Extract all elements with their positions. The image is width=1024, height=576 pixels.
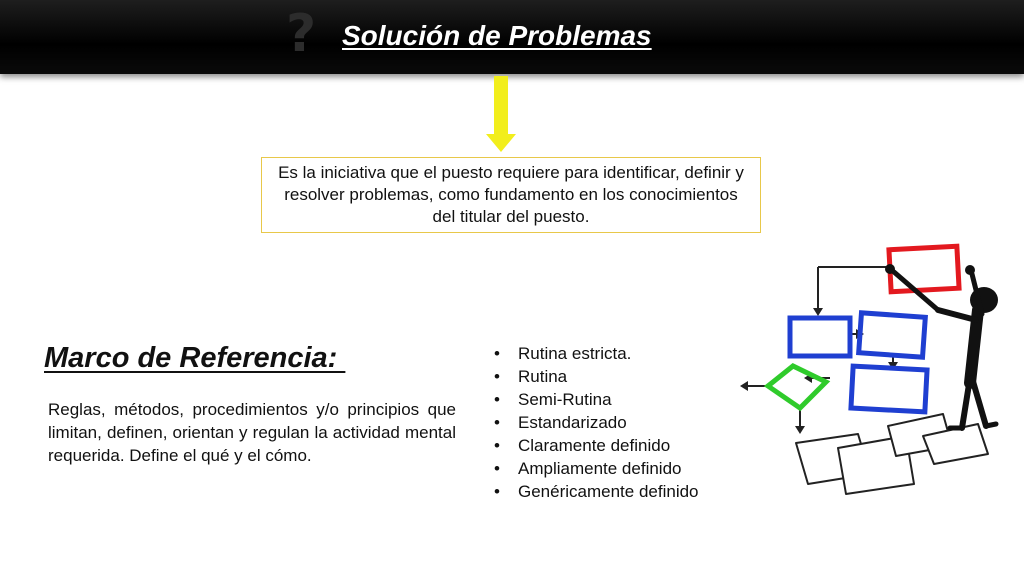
- page-title: Solución de Problemas: [342, 20, 652, 51]
- list-item: Semi-Rutina: [494, 388, 699, 411]
- list-item: Ampliamente definido: [494, 457, 699, 480]
- title-bar: ? Solución de Problemas: [0, 0, 1024, 74]
- list-item: Estandarizado: [494, 411, 699, 434]
- reference-description: Reglas, métodos, procedimientos y/o prin…: [48, 400, 456, 465]
- reference-heading: Marco de Referencia:: [44, 342, 346, 374]
- down-arrow-icon: [486, 76, 516, 152]
- list-item: Genéricamente definido: [494, 480, 699, 503]
- definition-text: Es la iniciativa que el puesto requiere …: [278, 163, 744, 226]
- list-item: Rutina: [494, 365, 699, 388]
- stick-figure-flowchart-icon: [740, 243, 999, 495]
- list-item: Claramente definido: [494, 434, 699, 457]
- question-mark-icon: ?: [286, 4, 317, 64]
- levels-list: Rutina estricta. Rutina Semi-Rutina Esta…: [494, 342, 699, 503]
- definition-box: Es la iniciativa que el puesto requiere …: [261, 157, 761, 233]
- list-item: Rutina estricta.: [494, 342, 699, 365]
